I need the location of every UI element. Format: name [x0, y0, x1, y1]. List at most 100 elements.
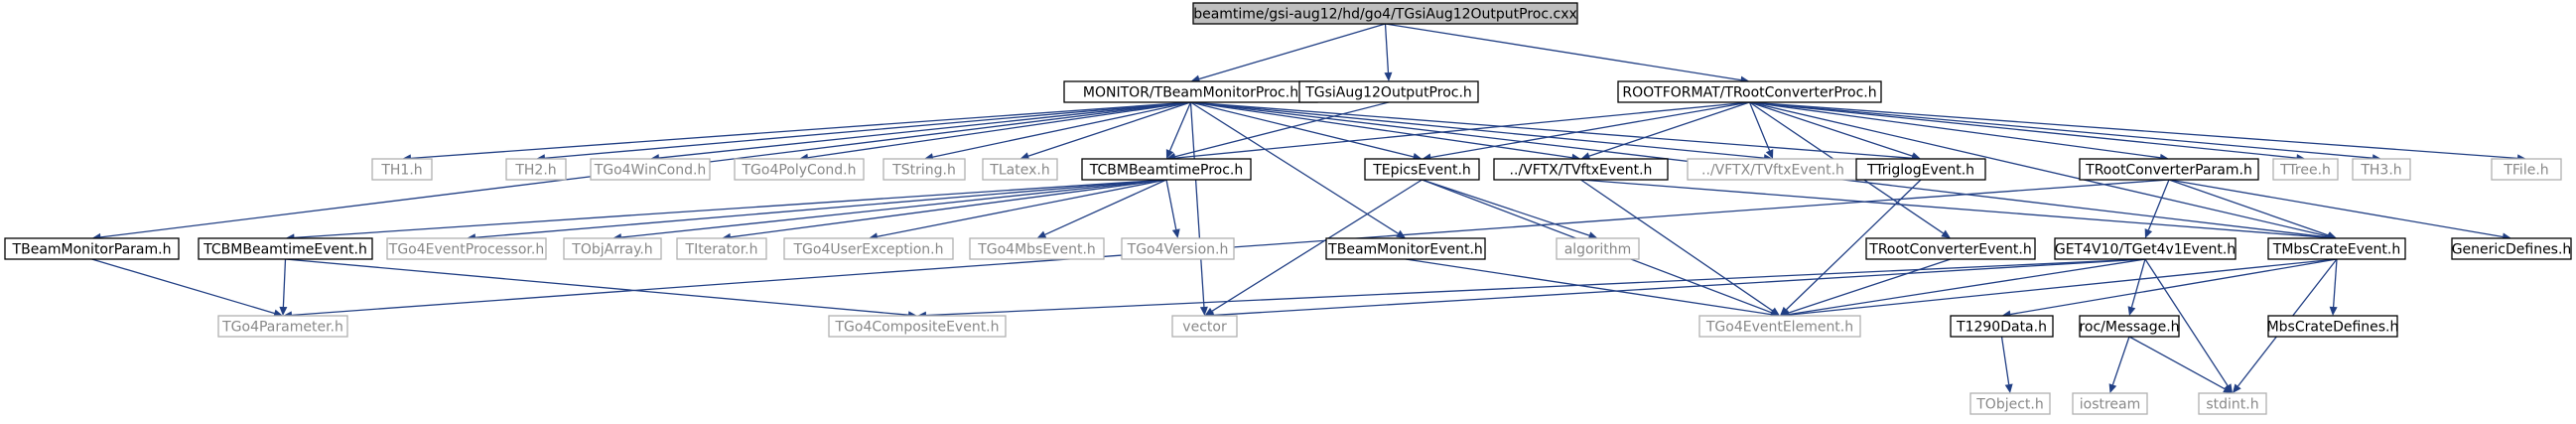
node-box-tstring — [882, 158, 966, 181]
edge-tcbmproc-to-tobjarray — [620, 179, 1167, 238]
node-trcevent[interactable]: TRootConverterEvent.h — [1865, 237, 2036, 260]
node-label-tobjarray: TObjArray.h — [571, 242, 652, 258]
edge-ttriglog-to-evelement — [1786, 179, 1922, 311]
node-label-tobject: TObject.h — [1975, 397, 2043, 413]
node-label-th2: TH2.h — [514, 163, 556, 179]
edge-tcbmproc-to-mbsevent — [1044, 179, 1167, 235]
edge-monitor-to-th1 — [410, 101, 1191, 160]
edge-root-to-rootfmt — [1385, 23, 1741, 81]
node-titerator: TIterator.h — [676, 237, 767, 260]
node-label-mbsevent: TGo4MbsEvent.h — [977, 242, 1096, 258]
node-tbmevent[interactable]: TBeamMonitorEvent.h — [1325, 237, 1486, 260]
node-label-tcbmproc: TCBMBeamtimeProc.h — [1089, 163, 1244, 179]
node-generic[interactable]: GenericDefines.h — [2451, 237, 2572, 260]
edge-get4-to-rocmsg — [2130, 258, 2146, 308]
node-box-tbmevent — [1325, 237, 1486, 260]
arrowhead-monitor-to-tcbmproc — [1165, 149, 1174, 159]
node-tfile: TFile.h — [2491, 158, 2562, 181]
node-root[interactable]: beamtime/gsi-aug12/hd/go4/TGsiAug12Outpu… — [1192, 2, 1578, 25]
node-trcparam[interactable]: TRootConverterParam.h — [2079, 158, 2259, 181]
arrowhead-t1290-to-tobject — [2004, 383, 2013, 393]
edge-monitor-to-tvftx2 — [1190, 101, 1765, 159]
node-box-titerator — [676, 237, 767, 260]
node-tobject: TObject.h — [1969, 392, 2051, 415]
node-label-th3: TH3.h — [2360, 163, 2401, 179]
edge-monitor-to-tvftx — [1190, 101, 1572, 159]
node-box-tobjarray — [563, 237, 662, 260]
edge-trcevent-to-evelement — [1788, 258, 1952, 314]
node-tvftx[interactable]: ../VFTX/TVftxEvent.h — [1493, 158, 1669, 181]
edge-monitor-to-wincond — [658, 101, 1191, 159]
node-box-rootfmt — [1617, 80, 1882, 103]
node-label-mbsdefines: MbsCrateDefines.h — [2267, 320, 2399, 336]
node-label-go4param: TGo4Parameter.h — [221, 320, 343, 336]
arrowhead-trcparam-to-mbscrate — [2327, 231, 2337, 239]
arrowhead-tcbmproc-to-go4version — [1171, 228, 1180, 238]
node-box-tcbmproc — [1081, 158, 1252, 181]
node-rootfmt[interactable]: ROOTFORMAT/TRootConverterProc.h — [1617, 80, 1882, 103]
node-mbsevent: TGo4MbsEvent.h — [969, 237, 1105, 260]
node-tepics[interactable]: TEpicsEvent.h — [1364, 158, 1480, 181]
node-algorithm: algorithm — [1556, 237, 1640, 260]
edge-tcbmproc-to-titerator — [730, 179, 1167, 238]
edge-tbmparam-to-go4param — [91, 258, 275, 315]
arrowhead-tepics-to-algorithm — [1587, 231, 1598, 239]
node-box-trcevent — [1865, 237, 2036, 260]
node-tbmparam[interactable]: TBeamMonitorParam.h — [4, 237, 180, 260]
edge-rootfmt-to-tvftx2 — [1748, 101, 1771, 151]
node-tgsiout[interactable]: TGsiAug12OutputProc.h — [1298, 80, 1479, 103]
node-label-tlatex: TLatex.h — [989, 163, 1049, 179]
edge-tepics-to-algorithm — [1422, 179, 1590, 236]
edge-trcparam-to-mbscrate — [2168, 179, 2329, 236]
node-tcbmproc[interactable]: TCBMBeamtimeProc.h — [1081, 158, 1252, 181]
edge-rootfmt-to-trcparam — [1749, 101, 2161, 159]
node-userexc: TGo4UserException.h — [783, 237, 954, 260]
node-label-th1: TH1.h — [380, 163, 422, 179]
node-get4[interactable]: GET4V10/TGet4v1Event.h — [2054, 237, 2237, 260]
node-tcbmevent[interactable]: TCBMBeamtimeEvent.h — [198, 237, 373, 260]
node-box-stdint — [2198, 392, 2267, 415]
node-t1290[interactable]: T1290Data.h — [1950, 315, 2054, 338]
node-label-mbscrate: TMbsCrateEvent.h — [2272, 242, 2400, 258]
node-composite: TGo4CompositeEvent.h — [828, 315, 1007, 338]
node-box-tobject — [1969, 392, 2051, 415]
node-label-rootfmt: ROOTFORMAT/TRootConverterProc.h — [1622, 85, 1876, 101]
node-label-get4: GET4V10/TGet4v1Event.h — [2055, 242, 2236, 258]
edge-rootfmt-to-tcbmproc — [1174, 101, 1750, 159]
edge-tbmevent-to-evelement — [1405, 258, 1772, 316]
node-iostream: iostream — [2072, 392, 2148, 415]
node-box-evelement — [1698, 315, 1861, 338]
node-box-trcparam — [2079, 158, 2259, 181]
node-mbsdefines[interactable]: MbsCrateDefines.h — [2267, 315, 2399, 338]
edge-rocmsg-to-iostream — [2111, 336, 2130, 385]
node-label-iostream: iostream — [2080, 397, 2141, 413]
edge-trcparam-to-generic — [2168, 179, 2504, 238]
edge-t1290-to-tobject — [2000, 336, 2010, 385]
node-mbscrate[interactable]: TMbsCrateEvent.h — [2267, 237, 2406, 260]
node-box-wincond — [590, 158, 711, 181]
edge-rootfmt-to-tfile — [1749, 101, 2518, 159]
node-box-th2 — [505, 158, 567, 181]
edge-monitor-to-tstring — [932, 101, 1191, 158]
node-tobjarray: TObjArray.h — [563, 237, 662, 260]
node-monitor[interactable]: MONITOR/TBeamMonitorProc.h — [1063, 80, 1318, 103]
node-rocmsg[interactable]: roc/Message.h — [2079, 315, 2180, 338]
node-ttree: TTree.h — [2272, 158, 2339, 181]
edge-rootfmt-to-tepics — [1430, 101, 1750, 159]
node-box-rocmsg — [2079, 315, 2180, 338]
node-box-t1290 — [1950, 315, 2054, 338]
edge-monitor-to-tepics — [1190, 101, 1414, 158]
arrowhead-trcparam-to-get4 — [2144, 228, 2153, 238]
node-label-tgsiout: TGsiAug12OutputProc.h — [1304, 85, 1472, 101]
arrowhead-mbscrate-to-stdint — [2233, 383, 2241, 393]
node-th2: TH2.h — [505, 158, 567, 181]
node-label-tcbmevent: TCBMBeamtimeEvent.h — [203, 242, 367, 258]
node-label-tepics: TEpicsEvent.h — [1372, 163, 1471, 179]
node-box-tvftx — [1493, 158, 1669, 181]
arrowhead-ttriglog-to-evelement — [1780, 306, 1790, 316]
edge-rootfmt-to-ttriglog — [1749, 101, 1913, 157]
node-wincond: TGo4WinCond.h — [590, 158, 711, 181]
edge-tcbmproc-to-evproc — [475, 179, 1167, 238]
node-ttriglog[interactable]: TTriglogEvent.h — [1855, 158, 1986, 181]
